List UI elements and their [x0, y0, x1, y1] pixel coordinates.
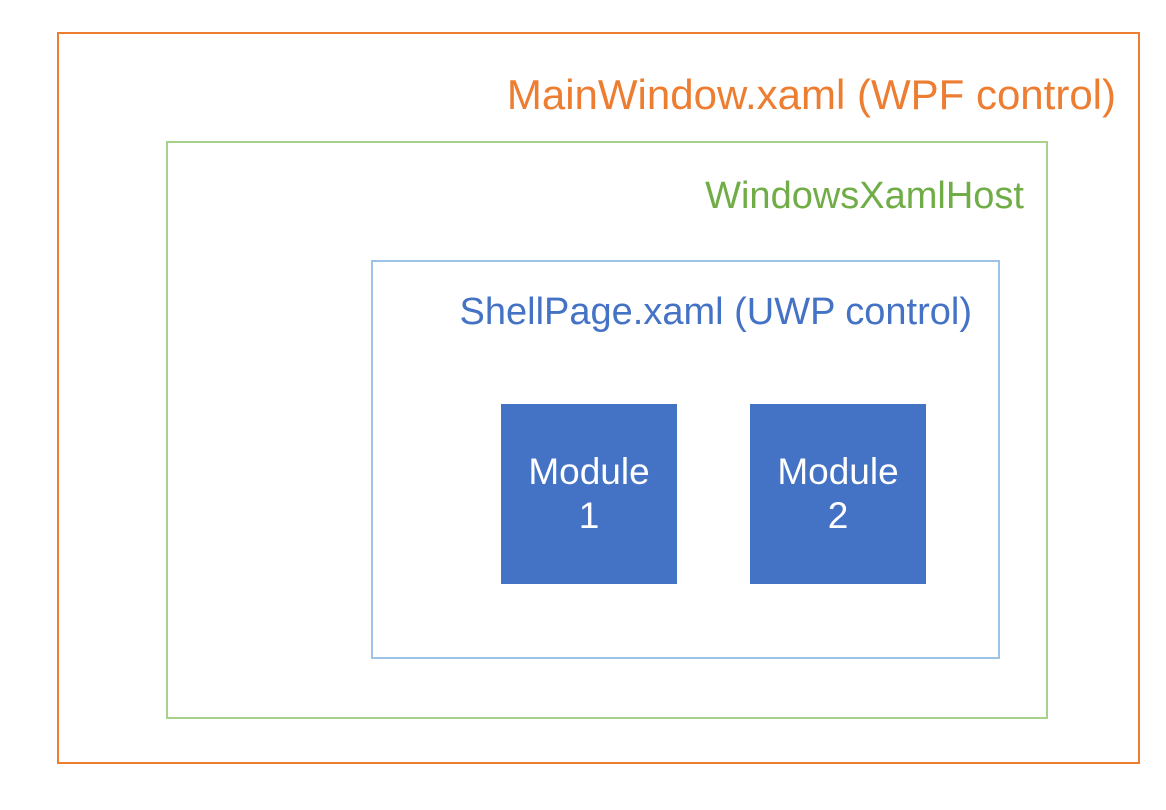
frame-shellpage-xaml: ShellPage.xaml (UWP control)	[371, 260, 1000, 659]
module-box-1-line-1: Module	[528, 451, 650, 493]
module-box-2-line-1: Module	[777, 451, 899, 493]
module-box-1: Module 1	[501, 404, 677, 584]
frame-label-mainwindow-xaml: MainWindow.xaml (WPF control)	[506, 71, 1116, 118]
module-box-2: Module 2	[750, 404, 926, 584]
frame-mainwindow-xaml: MainWindow.xaml (WPF control)	[57, 32, 1140, 764]
frame-windowsxamlhost: WindowsXamlHost	[166, 141, 1048, 719]
module-box-1-line-2: 1	[578, 495, 600, 536]
frame-label-shellpage-xaml: ShellPage.xaml (UWP control)	[459, 291, 972, 333]
module-box-2-line-2: 2	[827, 495, 849, 536]
frame-label-windowsxamlhost: WindowsXamlHost	[705, 175, 1024, 217]
